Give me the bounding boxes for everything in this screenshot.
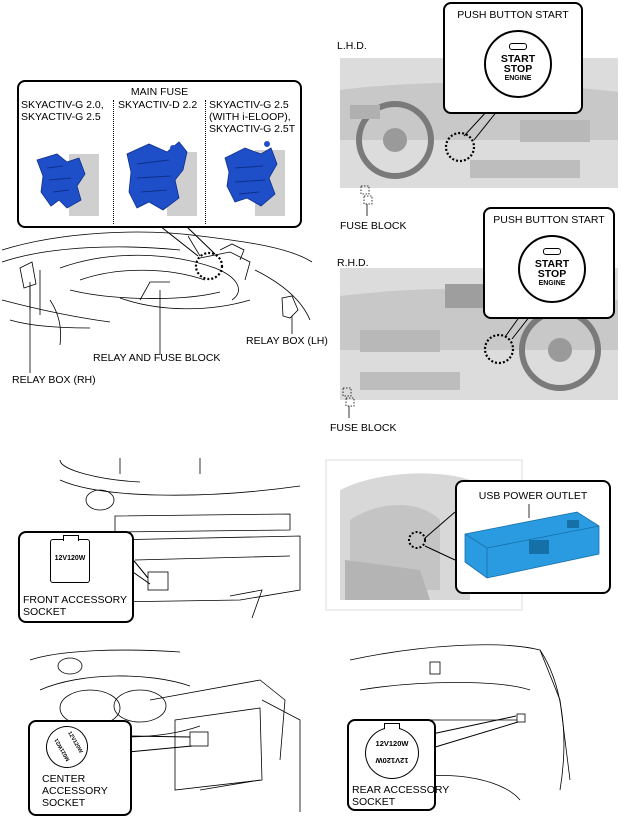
main-fuse-divider-2 <box>205 100 206 224</box>
rear-socket-callout: 12V120W 12V120W REAR ACCESSORY SOCKET <box>347 719 449 811</box>
lhd-fuse-block-icon <box>360 185 373 216</box>
rear-socket-cap-text-top: 12V120W <box>375 739 409 748</box>
rhd-fuse-block-icon <box>342 387 355 418</box>
center-socket-label-line3: SOCKET <box>42 797 86 809</box>
front-socket-label-line2: SOCKET <box>23 606 67 618</box>
main-fuse-col3-line1: SKYACTIV-G 2.5 <box>209 99 289 111</box>
usb-highlight <box>408 531 426 549</box>
rear-socket-cap-text-bottom: 12V120W <box>375 756 409 765</box>
center-socket-cap: 12V120W M021W21 <box>38 718 96 776</box>
relay-box-rh-label: RELAY BOX (RH) <box>12 374 96 386</box>
main-fuse-callout: MAIN FUSE SKYACTIV-G 2.0, SKYACTIV-G 2.5… <box>17 80 302 228</box>
lhd-button-stop: STOP <box>503 63 533 75</box>
usb-seat-drawing <box>325 459 523 611</box>
rhd-button-engine: ENGINE <box>538 280 566 287</box>
center-socket-label-line1: CENTER <box>42 773 86 785</box>
rhd-button-highlight <box>483 333 515 365</box>
lhd-fuse-block-label: FUSE BLOCK <box>340 220 407 232</box>
engine-bay-drawing <box>1 231 313 346</box>
main-fuse-drawings <box>36 141 285 216</box>
rhd-push-button-callout: PUSH BUTTON START START STOP ENGINE <box>483 207 615 319</box>
fuse-block-highlight <box>194 251 224 281</box>
usb-outlet-drawing <box>464 504 600 579</box>
fuse-block-col2 <box>126 141 197 216</box>
lhd-button-indicator <box>509 43 527 50</box>
front-socket-label-line1: FRONT ACCESSORY <box>23 594 128 606</box>
lhd-start-button: START STOP ENGINE <box>484 30 552 98</box>
rhd-start-button: START STOP ENGINE <box>518 235 586 303</box>
front-dashboard-drawing <box>59 458 301 619</box>
rhd-callout-title: PUSH BUTTON START <box>493 214 605 226</box>
lhd-callout-title: PUSH BUTTON START <box>457 9 569 21</box>
callout-connectors <box>127 109 531 753</box>
main-fuse-col3-line2: (WITH i-ELOOP), <box>209 111 291 123</box>
main-fuse-title: MAIN FUSE <box>130 86 189 98</box>
rhd-button-start: START <box>534 258 570 270</box>
front-socket-callout: 12V120W FRONT ACCESSORY SOCKET <box>18 531 134 623</box>
relay-and-fuse-block-label: RELAY AND FUSE BLOCK <box>93 352 221 364</box>
rear-socket-cap: 12V120W 12V120W <box>365 723 419 779</box>
front-socket-cap-text: 12V120W <box>54 555 86 562</box>
lhd-button-highlight <box>444 131 476 163</box>
fuse-block-col3 <box>224 141 285 216</box>
main-fuse-col2-line1: SKYACTIV-D 2.2 <box>118 99 198 111</box>
center-socket-callout: 12V120W M021W21 CENTER ACCESSORY SOCKET <box>28 718 132 816</box>
center-socket-label-line2: ACCESSORY <box>42 785 108 797</box>
main-fuse-divider-1 <box>113 100 114 224</box>
rhd-button-indicator <box>543 248 561 255</box>
usb-outlet-label: USB POWER OUTLET <box>478 490 588 502</box>
main-fuse-col3-line3: SKYACTIV-G 2.5T <box>209 123 296 135</box>
rhd-label: R.H.D. <box>337 257 369 269</box>
main-fuse-col1-line1: SKYACTIV-G 2.0, <box>21 99 104 111</box>
main-fuse-col1-line2: SKYACTIV-G 2.5 <box>21 111 101 123</box>
relay-box-lh-label: RELAY BOX (LH) <box>246 335 328 347</box>
rhd-fuse-block-label: FUSE BLOCK <box>330 422 397 434</box>
lhd-push-button-callout: PUSH BUTTON START START STOP ENGINE <box>443 2 583 114</box>
rhd-button-stop: STOP <box>537 268 567 280</box>
usb-outlet-callout: USB POWER OUTLET <box>455 480 611 594</box>
center-console-drawing <box>29 649 301 812</box>
fuse-block-col1 <box>36 153 99 216</box>
rear-socket-label-line1: REAR ACCESSORY <box>352 784 450 796</box>
rear-socket-label-line2: SOCKET <box>352 796 396 808</box>
lhd-button-start: START <box>500 53 536 65</box>
lhd-button-engine: ENGINE <box>504 75 532 82</box>
front-socket-cap: 12V120W <box>50 535 90 583</box>
lhd-label: L.H.D. <box>337 40 367 52</box>
